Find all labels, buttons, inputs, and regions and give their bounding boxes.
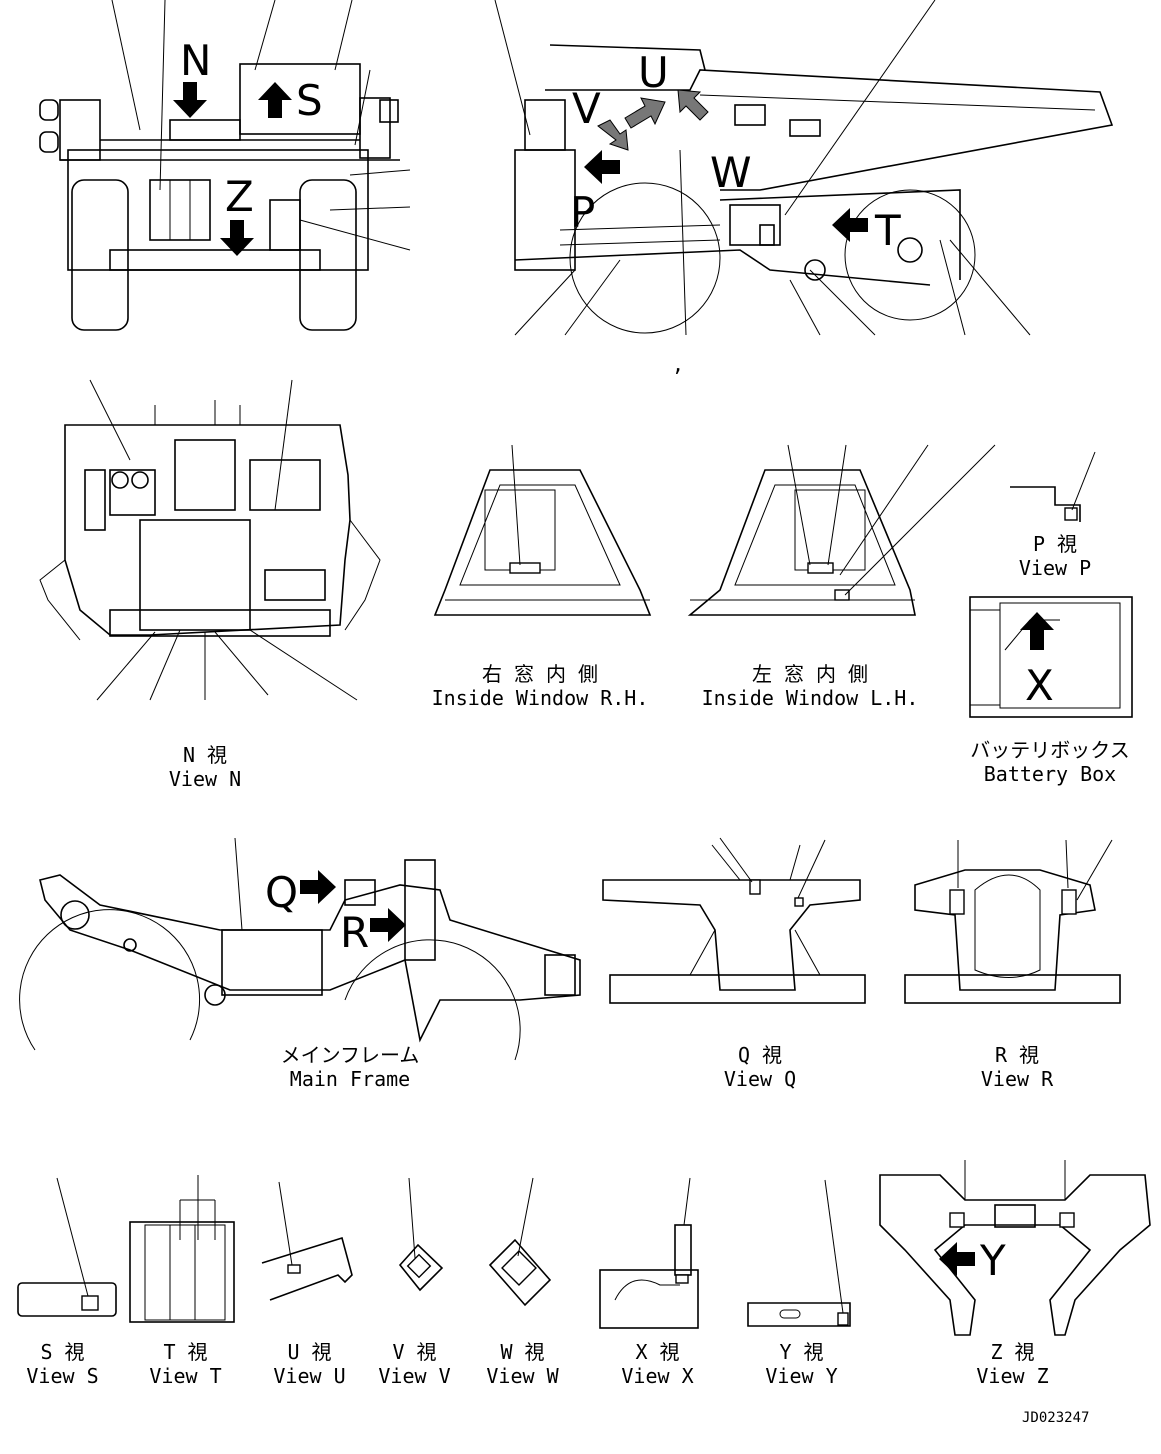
arrow-t: [832, 208, 868, 242]
callout-letter-z: Z: [225, 172, 254, 221]
arrow-u: [624, 97, 666, 129]
view-q-label: Q 視 View Q: [705, 1043, 815, 1091]
view-w-label-en: View W: [486, 1364, 559, 1388]
truck-side-view: [494, 0, 1114, 336]
battery-box-label-en: Battery Box: [983, 762, 1117, 786]
arrow-v2: [597, 119, 629, 151]
arrow-v: [584, 150, 620, 184]
view-r-label-jp: R 視: [994, 1043, 1040, 1067]
arrow-w: [677, 89, 709, 121]
arrow-s: [258, 82, 292, 118]
inside-window-lh-label: 左 窓 内 側 Inside Window L.H.: [690, 662, 930, 710]
view-u-drawing: [261, 1181, 353, 1301]
arrow-z: [220, 220, 254, 256]
arrow-x: [1020, 612, 1054, 650]
inside-window-rh-label-jp: 右 窓 内 側: [481, 662, 599, 686]
battery-box-drawing: [969, 596, 1133, 718]
view-v-label-jp: V 視: [392, 1340, 437, 1364]
main-frame-label-en: Main Frame: [289, 1067, 411, 1091]
view-q-drawing: [602, 837, 866, 1004]
view-p-label-en: View P: [1018, 556, 1092, 580]
view-z-label-jp: Z 視: [990, 1340, 1035, 1364]
document-number: JD023247: [1022, 1410, 1090, 1426]
view-q-label-jp: Q 視: [737, 1043, 783, 1067]
callout-letter-s: S: [296, 76, 323, 125]
view-x-label: X 視 View X: [610, 1340, 705, 1388]
view-w-drawing: [488, 1177, 552, 1307]
view-z-label: Z 視 View Z: [965, 1340, 1060, 1388]
arrow-q: [300, 870, 336, 904]
view-x-drawing: [599, 1177, 699, 1329]
callout-letter-w: W: [710, 148, 752, 197]
view-n-label-jp: N 視: [182, 743, 228, 767]
view-r-label: R 視 View R: [962, 1043, 1072, 1091]
view-t-drawing: [129, 1175, 235, 1323]
view-s-label-jp: S 視: [40, 1340, 85, 1364]
inside-window-lh-label-jp: 左 窓 内 側: [751, 662, 869, 686]
view-r-drawing: [904, 839, 1121, 1004]
view-x-label-jp: X 視: [635, 1340, 680, 1364]
callout-letter-v: V: [572, 84, 601, 133]
stray-mark: ,: [672, 352, 685, 376]
view-s-drawing: [17, 1177, 117, 1317]
view-t-label: T 視 View T: [138, 1340, 233, 1388]
view-u-label-jp: U 視: [287, 1340, 332, 1364]
view-t-label-jp: T 視: [163, 1340, 208, 1364]
view-y-label: Y 視 View Y: [754, 1340, 849, 1388]
inside-window-rh-label: 右 窓 内 側 Inside Window R.H.: [420, 662, 660, 710]
inside-window-lh-label-en: Inside Window L.H.: [701, 686, 919, 710]
view-r-label-en: View R: [980, 1067, 1054, 1091]
callout-letter-y: Y: [980, 1236, 1006, 1285]
view-v-label: V 視 View V: [367, 1340, 462, 1388]
view-v-label-en: View V: [378, 1364, 451, 1388]
view-u-label: U 視 View U: [262, 1340, 357, 1388]
callout-letter-n: N: [180, 36, 212, 85]
battery-box-label-jp: バッテリボックス: [970, 738, 1130, 762]
callout-letter-r: R: [340, 908, 370, 957]
cab-inside-rh-drawing: [433, 444, 652, 616]
view-s-label-en: View S: [26, 1364, 99, 1388]
view-y-label-jp: Y 視: [779, 1340, 824, 1364]
callout-letter-u: U: [638, 48, 669, 97]
cab-inside-lh-drawing: [687, 444, 996, 616]
view-y-label-en: View Y: [765, 1364, 838, 1388]
view-z-label-en: View Z: [976, 1364, 1049, 1388]
view-y-drawing: [747, 1179, 851, 1327]
view-n-label-en: View N: [168, 767, 242, 791]
main-frame-drawing: [19, 837, 581, 1061]
arrow-n: [173, 82, 207, 118]
callout-letter-p: P: [570, 188, 596, 237]
view-s-label: S 視 View S: [15, 1340, 110, 1388]
view-x-label-en: View X: [621, 1364, 694, 1388]
callout-letter-q: Q: [265, 868, 299, 917]
view-p-drawing: [1010, 451, 1096, 522]
main-frame-label-jp: メインフレーム: [280, 1043, 420, 1067]
view-n-label: N 視 View N: [150, 743, 260, 791]
view-q-label-en: View Q: [723, 1067, 797, 1091]
view-n-drawing: [39, 379, 381, 701]
battery-box-label: バッテリボックス Battery Box: [965, 738, 1135, 786]
view-v-drawing: [398, 1177, 444, 1292]
arrow-y: [939, 1242, 975, 1276]
view-u-label-en: View U: [273, 1364, 346, 1388]
truck-front-view: [39, 0, 411, 331]
view-p-label-jp: P 視: [1032, 532, 1078, 556]
view-t-label-en: View T: [149, 1364, 222, 1388]
view-z-drawing: [879, 1160, 1151, 1336]
arrow-r: [370, 908, 406, 942]
view-p-label: P 視 View P: [1000, 532, 1110, 580]
view-w-label-jp: W 視: [500, 1340, 545, 1364]
main-frame-label: メインフレーム Main Frame: [270, 1043, 430, 1091]
callout-letter-t: T: [875, 206, 901, 255]
view-w-label: W 視 View W: [475, 1340, 570, 1388]
callout-letter-x: X: [1025, 661, 1054, 710]
inside-window-rh-label-en: Inside Window R.H.: [431, 686, 649, 710]
